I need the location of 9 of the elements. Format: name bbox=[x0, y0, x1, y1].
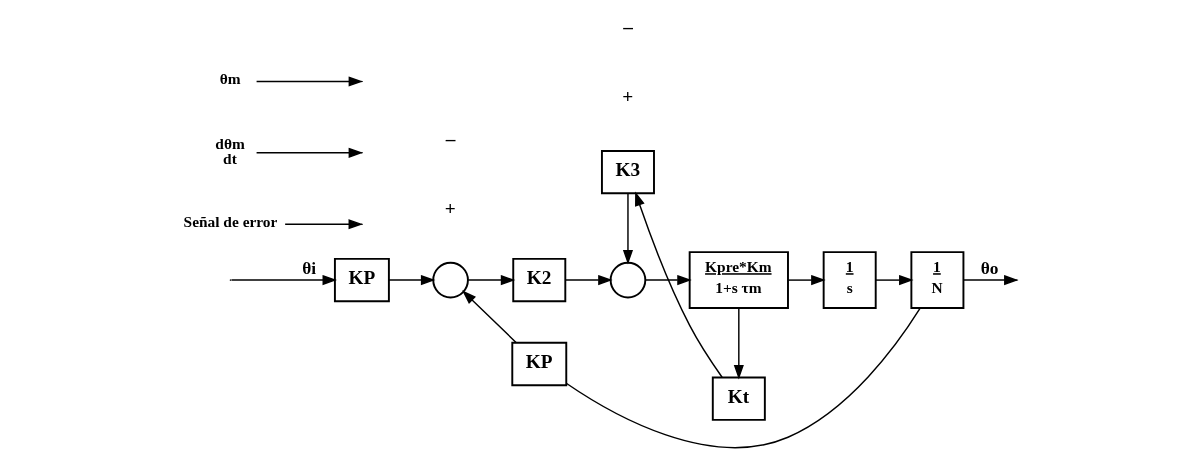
node-text: dθm dt bbox=[215, 134, 245, 168]
label: – bbox=[445, 128, 456, 150]
label: – bbox=[623, 16, 633, 38]
label: + bbox=[622, 85, 634, 107]
label: + bbox=[444, 197, 456, 219]
node-text: θm bbox=[219, 70, 241, 88]
node-text: Señal de error bbox=[183, 212, 278, 230]
edge-label: θi bbox=[302, 258, 317, 278]
edge-label: θo bbox=[980, 258, 999, 278]
